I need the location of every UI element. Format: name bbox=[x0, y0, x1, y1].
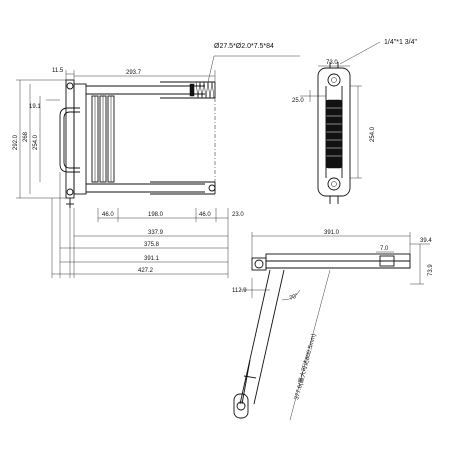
mount-bolt-bottom bbox=[66, 188, 74, 196]
install-length: 377.6(最大可达800.5mm) bbox=[292, 333, 317, 401]
ladder-foot-tube bbox=[241, 359, 251, 405]
spring-stop bbox=[189, 83, 195, 97]
side-dim-25-0: 25.0 bbox=[292, 98, 304, 104]
dim-292-0: 292.0 bbox=[13, 134, 19, 150]
dim-23-0: 23.0 bbox=[232, 212, 244, 218]
grip-ribs bbox=[326, 107, 342, 157]
install-dim-391-0: 391.0 bbox=[324, 230, 340, 236]
dim-11-5: 11.5 bbox=[52, 68, 64, 74]
ladder-leg-right bbox=[253, 269, 285, 405]
dim-293-7: 293.7 bbox=[126, 70, 142, 76]
spring-callout: Ø27.5*Ø2.0*7.5*84 bbox=[214, 43, 274, 50]
install-dim-73-9: 73.9 bbox=[428, 264, 434, 276]
side-plate bbox=[317, 67, 351, 197]
side-dim-73-0: 73.0 bbox=[326, 60, 338, 66]
install-view: 70° 377.6(最大可达800.5mm) 391.0 39.4 7.0 73… bbox=[232, 230, 434, 421]
front-view: Ø27.5*Ø2.0*7.5*84 11.5 293.7 19.1 292.0 … bbox=[13, 43, 300, 278]
dim-254-0: 254.0 bbox=[33, 134, 39, 150]
install-end-block bbox=[379, 255, 395, 267]
dim-375-8: 375.8 bbox=[144, 242, 160, 248]
install-hinge-pin bbox=[254, 259, 264, 269]
ladder-leg-left bbox=[239, 269, 271, 405]
rubber-grip bbox=[325, 99, 343, 169]
ladder-side-rail bbox=[73, 83, 87, 195]
handle-outer bbox=[59, 107, 80, 173]
dim-337-9: 337.9 bbox=[148, 230, 164, 236]
dim-198-0: 198.0 bbox=[148, 212, 164, 218]
pipe-callout: 1/4"*1 3/4" bbox=[384, 39, 418, 46]
install-dim-7-0: 7.0 bbox=[380, 246, 389, 252]
side-bottom-boss bbox=[327, 177, 341, 191]
dim-19-1: 19.1 bbox=[29, 104, 41, 110]
dim-268: 268 bbox=[23, 131, 29, 142]
install-hinge bbox=[251, 257, 267, 271]
dim-46-0-right: 46.0 bbox=[199, 212, 211, 218]
handle-inner bbox=[63, 111, 80, 169]
side-top-boss bbox=[327, 73, 341, 87]
install-dim-112-9: 112.9 bbox=[232, 288, 247, 294]
dim-46-0-left: 46.0 bbox=[102, 212, 114, 218]
end-bolt bbox=[208, 184, 216, 192]
dim-427-2: 427.2 bbox=[138, 268, 154, 274]
install-angle: 70° bbox=[289, 293, 300, 302]
spring-coil bbox=[195, 81, 215, 99]
side-view: 1/4"*1 3/4" 73.0 25.0 254.0 bbox=[292, 39, 418, 204]
side-dim-254-0: 254.0 bbox=[370, 126, 376, 142]
left-mount-plate bbox=[65, 79, 75, 199]
install-dim-39-4: 39.4 bbox=[420, 238, 432, 244]
mount-bolt-top bbox=[66, 82, 74, 90]
dim-391-1: 391.1 bbox=[144, 256, 160, 262]
ladder-foot bbox=[233, 393, 249, 419]
